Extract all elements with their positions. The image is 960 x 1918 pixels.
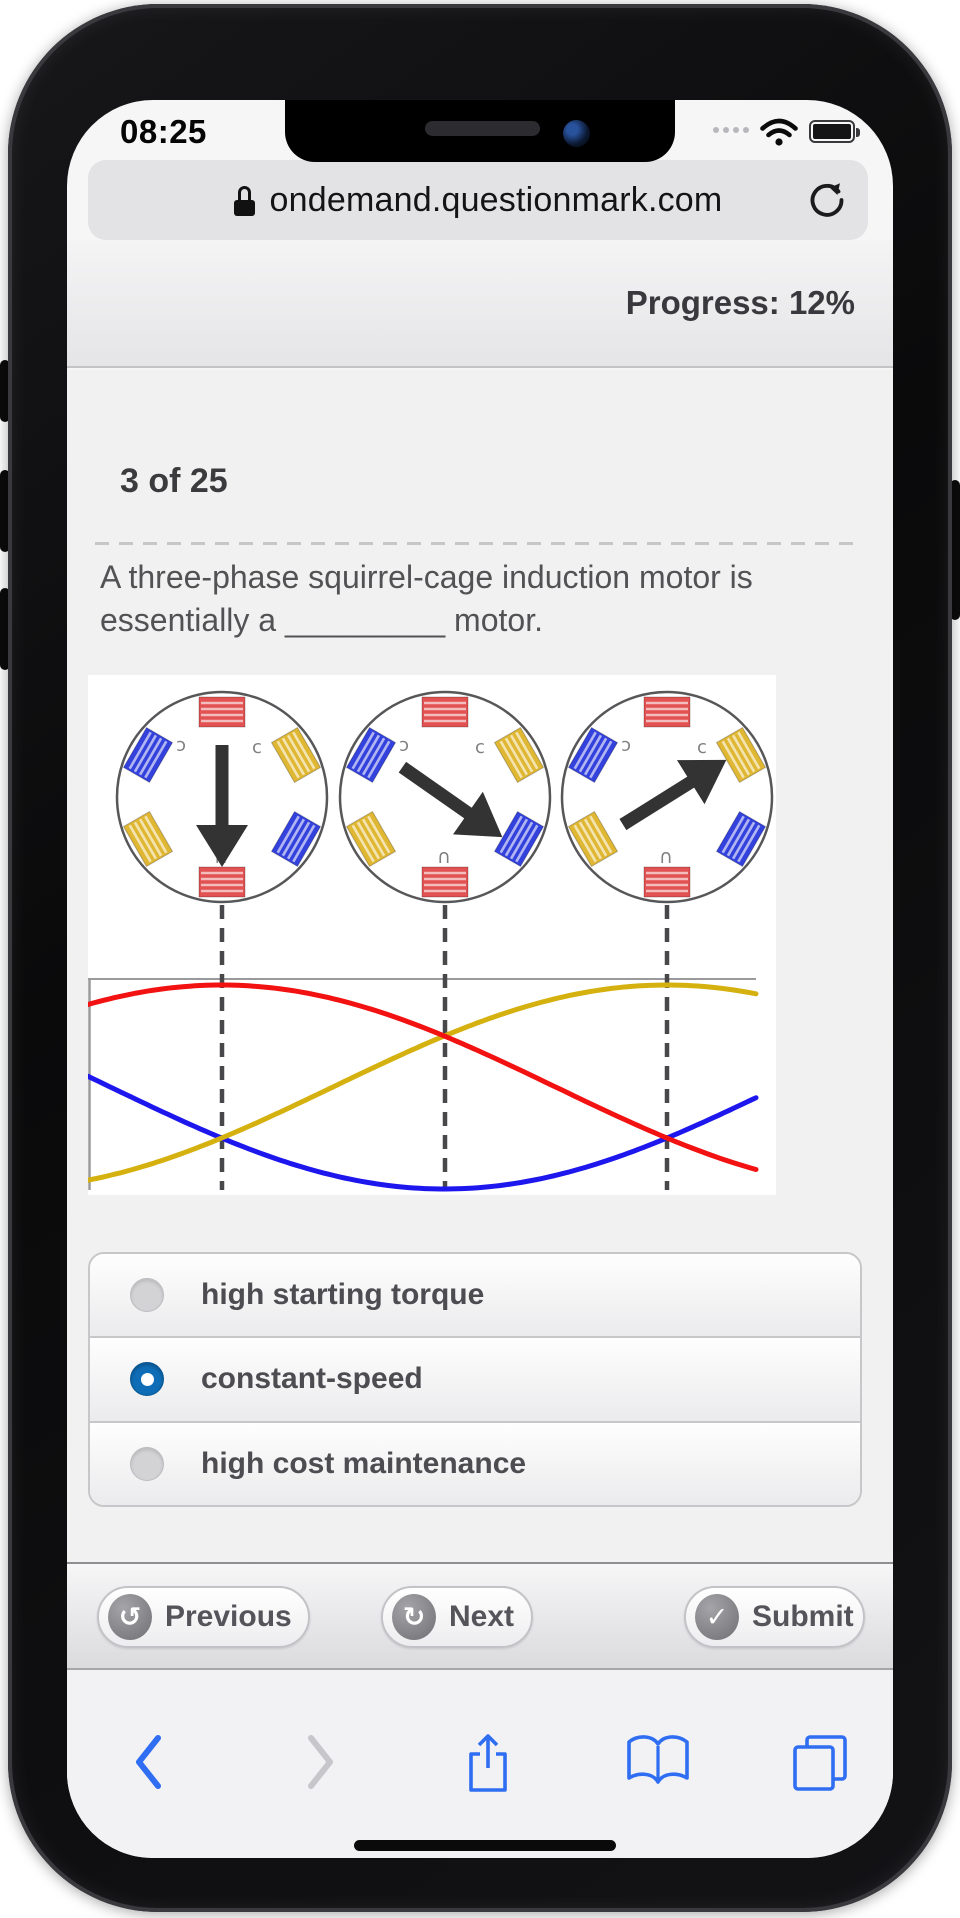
check-circle-icon: ✓: [695, 1594, 739, 1640]
svg-text:c: c: [176, 736, 186, 757]
share-icon[interactable]: [464, 1732, 512, 1794]
previous-button[interactable]: ↺ Previous: [97, 1586, 310, 1648]
previous-label: Previous: [165, 1600, 292, 1633]
back-chevron-icon[interactable]: [131, 1732, 167, 1792]
signal-dots-icon: [713, 126, 749, 137]
option-constant-speed[interactable]: constant-speed: [90, 1338, 860, 1423]
question-number: 3 of 25: [120, 462, 228, 500]
svg-text:c: c: [252, 737, 262, 758]
url-bar[interactable]: ondemand.questionmark.com: [88, 160, 868, 240]
lock-icon: [233, 186, 255, 216]
question-text: A three-phase squirrel-cage induction mo…: [100, 556, 830, 642]
radio-button[interactable]: [130, 1446, 164, 1481]
status-bar: 08:25: [67, 100, 893, 160]
option-high-cost-maintenance[interactable]: high cost maintenance: [90, 1422, 860, 1505]
battery-full-icon: [809, 120, 860, 143]
volume-down-button[interactable]: [0, 588, 10, 670]
bookmarks-icon[interactable]: [625, 1732, 691, 1790]
status-time: 08:25: [120, 113, 207, 150]
phone-frame: 08:25 ondemand.quest: [8, 4, 952, 1912]
notch: [285, 100, 675, 162]
submit-label: Submit: [752, 1600, 854, 1633]
dashed-divider: [95, 542, 857, 545]
motor-phase-figure: cc∩cc∩cc∩: [85, 675, 776, 1195]
volume-up-button[interactable]: [0, 470, 10, 552]
next-button[interactable]: ↻ Next: [381, 1586, 533, 1648]
svg-text:c: c: [475, 737, 485, 758]
phone-screen: 08:25 ondemand.quest: [67, 100, 893, 1858]
radio-button[interactable]: [130, 1278, 164, 1313]
question-line-2: essentially a _________ motor.: [100, 602, 543, 638]
safari-toolbar: [67, 1670, 893, 1858]
wifi-icon: [760, 118, 798, 146]
redo-circle-icon: ↻: [392, 1594, 436, 1640]
forward-chevron-icon[interactable]: [302, 1732, 338, 1792]
progress-label: Progress: 12%: [625, 284, 855, 321]
option-label: high cost maintenance: [201, 1446, 527, 1480]
url-text: ondemand.questionmark.com: [269, 180, 723, 219]
option-high-starting-torque[interactable]: high starting torque: [90, 1254, 860, 1339]
reload-icon[interactable]: [808, 181, 846, 219]
radio-button[interactable]: [130, 1362, 164, 1397]
question-panel: 3 of 25 A three-phase squirrel-cage indu…: [67, 370, 893, 1562]
progress-band: Progress: 12%: [67, 240, 893, 368]
svg-text:c: c: [621, 736, 631, 757]
svg-text:c: c: [697, 737, 707, 758]
speaker-grille: [425, 121, 540, 136]
next-label: Next: [449, 1600, 515, 1633]
option-label: constant-speed: [201, 1362, 423, 1396]
svg-text:∩: ∩: [437, 846, 451, 868]
tabs-icon[interactable]: [789, 1732, 851, 1792]
power-button[interactable]: [950, 480, 960, 620]
undo-circle-icon: ↺: [108, 1594, 152, 1640]
home-indicator[interactable]: [354, 1840, 616, 1851]
answer-options: high starting torque constant-speed high…: [88, 1252, 862, 1507]
mute-switch[interactable]: [0, 360, 10, 422]
svg-text:c: c: [399, 736, 409, 757]
front-camera: [563, 120, 590, 147]
assessment-nav-bar: ↺ Previous ↻ Next ✓ Submit: [67, 1562, 893, 1670]
submit-button[interactable]: ✓ Submit: [684, 1586, 865, 1648]
option-label: high starting torque: [201, 1278, 485, 1312]
question-line-1: A three-phase squirrel-cage induction mo…: [100, 559, 753, 595]
svg-text:∩: ∩: [659, 846, 673, 868]
